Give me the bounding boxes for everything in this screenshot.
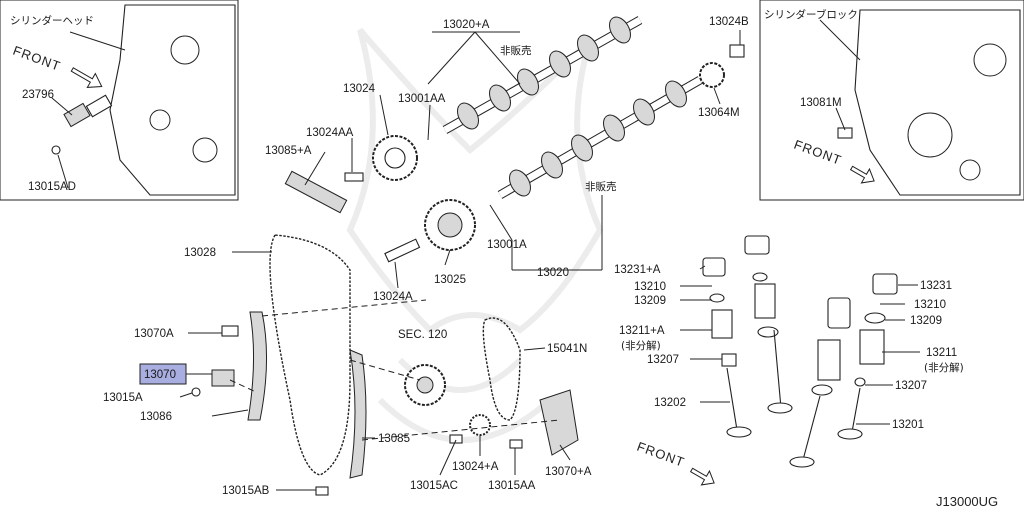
label-13202: 13202 — [654, 397, 686, 409]
bolt-13015AA — [509, 439, 523, 449]
reference-code: J13000UG — [936, 494, 998, 509]
label-13070: 13070 — [144, 369, 176, 381]
label-13210-right: 13210 — [914, 299, 946, 311]
label-13024AA: 13024AA — [306, 127, 354, 139]
label-13015AC: 13015AC — [410, 480, 458, 492]
valve-train-exhaust — [702, 235, 793, 438]
label-13024A: 13024A — [373, 291, 413, 303]
label-13015AB: 13015AB — [222, 485, 270, 497]
label-13070A: 13070A — [134, 328, 174, 340]
bolt-13015AB — [315, 486, 329, 496]
label-13086: 13086 — [140, 411, 172, 423]
front-label-left: FRONT — [11, 43, 63, 74]
label-13024B: 13024B — [709, 16, 749, 28]
tensioner-13070A — [539, 389, 579, 456]
bolt-13024AA — [344, 172, 364, 182]
timing-chain-13028 — [269, 234, 351, 476]
valve-train-intake — [789, 273, 898, 468]
label-13231A: 13231+A — [614, 264, 661, 276]
bolt-13024B — [729, 44, 745, 58]
note-non-disassembly-right: (非分解) — [924, 361, 964, 374]
label-13211A: 13211+A — [619, 325, 665, 337]
label-13024: 13024 — [343, 83, 376, 95]
label-13024pA: 13024+A — [452, 461, 499, 473]
note-non-disassembly-left: (非分解) — [621, 339, 661, 352]
note-not-sold-lower: 非販売 — [585, 180, 617, 193]
label-13064M: 13064M — [698, 107, 740, 119]
bolt-13015AC — [449, 434, 463, 444]
label-13207-left: 13207 — [647, 354, 679, 366]
guide-13086 — [247, 311, 268, 421]
sprocket-sec120 — [404, 364, 446, 406]
sprocket-13064M — [699, 62, 725, 88]
label-sec120: SEC. 120 — [398, 329, 447, 341]
label-13015A: 13015A — [103, 392, 143, 404]
label-13201: 13201 — [892, 419, 924, 431]
guide-13085A — [284, 170, 348, 214]
bolt-13024A — [384, 238, 421, 263]
camshaft-lower — [497, 76, 703, 199]
chain-15041N — [482, 317, 521, 421]
label-13070pA: 13070+A — [545, 466, 592, 478]
label-13211: 13211 — [926, 347, 957, 359]
label-13001A: 13001A — [487, 239, 527, 251]
vtc-13025 — [424, 199, 476, 251]
label-13020A: 13020+A — [443, 19, 490, 31]
label-13207-right: 13207 — [895, 380, 927, 392]
label-13209-left: 13209 — [634, 295, 666, 307]
watermark-emblem — [346, 28, 604, 443]
label-13085A: 13085+A — [265, 145, 312, 157]
label-13025: 13025 — [434, 274, 466, 286]
label-13015AD: 13015AD — [28, 181, 76, 193]
label-13020: 13020 — [537, 267, 569, 279]
inset-cylinder-block: FRONT シリンダーブロック 13081M — [759, 0, 1024, 201]
bolt-13015A — [191, 387, 201, 397]
label-15041N: 15041N — [547, 343, 587, 355]
bolt-13070A — [221, 325, 239, 337]
label-13210-left: 13210 — [634, 281, 666, 293]
label-13081M: 13081M — [800, 97, 842, 109]
inset-left-caption: シリンダーヘッド — [10, 14, 94, 27]
inset-cylinder-head: FRONT シリンダーヘッド 23796 13015AD — [0, 0, 239, 201]
label-13085: 13085 — [378, 433, 410, 445]
label-23796: 23796 — [22, 89, 54, 101]
front-label-bottom: FRONT — [635, 439, 687, 470]
guide-13085 — [349, 349, 367, 479]
label-13028: 13028 — [184, 247, 216, 259]
sprocket-13024A-lower — [469, 414, 491, 436]
label-13209-right: 13209 — [910, 315, 942, 327]
front-label-right: FRONT — [792, 137, 844, 168]
label-13015AA: 13015AA — [488, 480, 536, 492]
label-13231: 13231 — [920, 280, 952, 292]
label-13001AA: 13001AA — [398, 93, 446, 105]
highlight-13070 — [139, 363, 187, 385]
sprocket-13024 — [372, 135, 418, 181]
camshaft-upper — [442, 16, 643, 134]
inset-right-caption: シリンダーブロック — [764, 8, 858, 21]
leader-lines — [179, 30, 920, 491]
tensioner-13070 — [211, 369, 235, 387]
note-not-sold-upper: 非販売 — [500, 44, 532, 57]
